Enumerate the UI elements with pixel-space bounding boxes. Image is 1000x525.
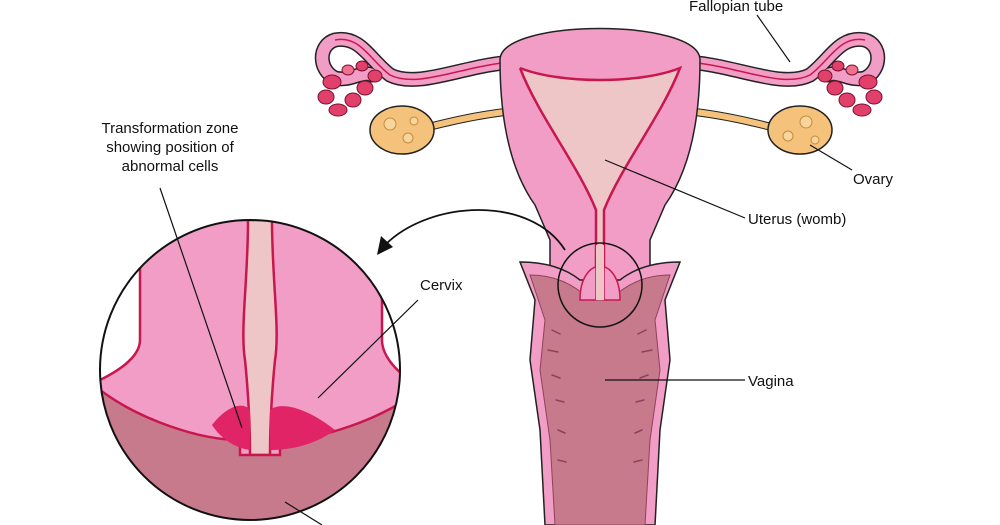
label-ovary: Ovary xyxy=(853,171,894,188)
label-fallopian-tube: Fallopian tube xyxy=(689,0,784,15)
label-uterus: Uterus (womb) xyxy=(748,211,847,228)
right-ovary xyxy=(767,105,833,155)
label-transformation-zone: Transformation zone showing position of … xyxy=(80,119,260,176)
cervical-canal xyxy=(596,245,604,300)
right-fimbriae xyxy=(817,60,883,117)
left-ovary-group xyxy=(369,105,506,155)
endometrial-lining xyxy=(518,65,683,300)
right-ovary-group xyxy=(694,105,833,155)
label-transformation-zone-line-2: showing position of xyxy=(106,139,234,156)
cervix-highlight-circle xyxy=(557,242,643,328)
left-fimbriae xyxy=(317,60,383,117)
left-ovary xyxy=(369,105,435,155)
right-fallopian-tube xyxy=(672,31,886,87)
label-transformation-zone-line-3: abnormal cells xyxy=(121,158,219,175)
leader-lines xyxy=(159,14,853,525)
zoom-arrow xyxy=(384,209,566,251)
label-cervix: Cervix xyxy=(420,277,463,294)
left-fallopian-tube xyxy=(314,31,528,87)
magnified-cervix xyxy=(100,220,400,520)
magnified-circle-outline xyxy=(99,219,401,521)
uterine-cavity xyxy=(520,68,680,245)
transformation-zone-left xyxy=(212,405,250,450)
label-transformation-zone-line-1: Transformation zone xyxy=(101,120,239,137)
label-vagina: Vagina xyxy=(748,373,794,390)
transformation-zone-right xyxy=(270,406,335,450)
